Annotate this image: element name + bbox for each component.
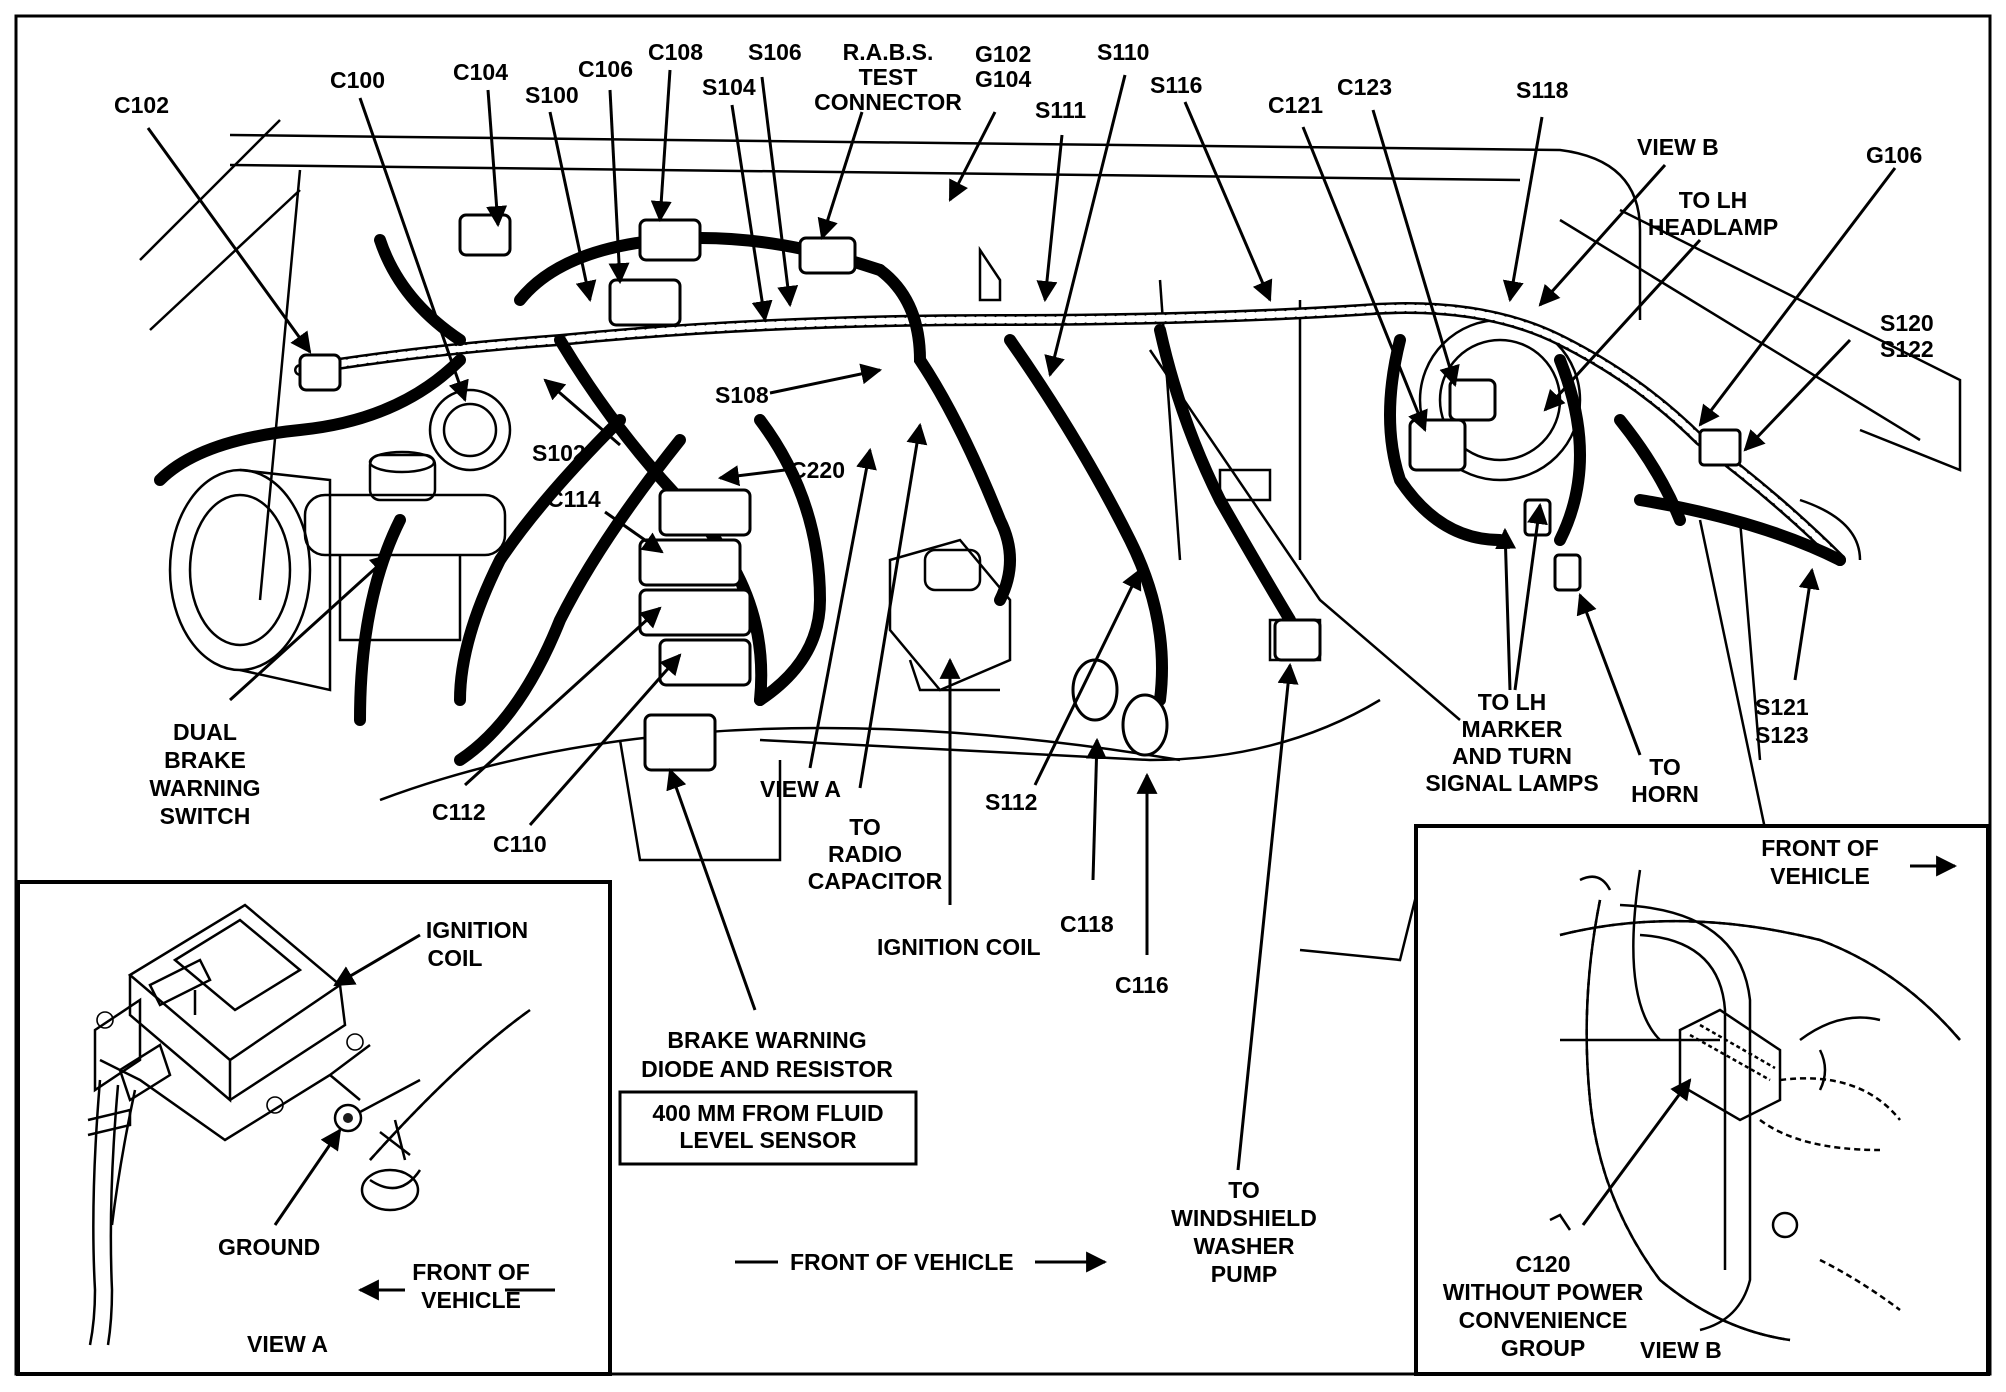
label-c123: C123 [1337, 74, 1392, 100]
label-radio-line2: RADIO [828, 841, 902, 867]
label-s122: S122 [1880, 336, 1934, 362]
label-marker-line1: TO LH [1478, 689, 1547, 715]
label-marker-line4: SIGNAL LAMPS [1425, 770, 1598, 796]
label-rabs-line2: TEST [859, 64, 918, 90]
label-view-b-pointer: VIEW B [1637, 134, 1719, 160]
label-horn-line2: HORN [1631, 781, 1699, 807]
label-s123: S123 [1755, 722, 1809, 748]
label-radio-line3: CAPACITOR [808, 868, 943, 894]
inset-a-label-front-line2: VEHICLE [421, 1287, 521, 1313]
inset-b-label-c120-line1: C120 [1516, 1251, 1571, 1277]
label-brake-diode-line1: BRAKE WARNING [667, 1027, 866, 1053]
label-view-a-pointer: VIEW A [760, 776, 841, 802]
label-s108: S108 [715, 382, 769, 408]
label-brake-diode-line2: DIODE AND RESISTOR [641, 1056, 893, 1082]
inset-b-label-front-line2: VEHICLE [1770, 863, 1870, 889]
leader-lines [146, 69, 1897, 1171]
label-lh-headlamp-line1: TO LH [1679, 187, 1748, 213]
label-c118: C118 [1060, 911, 1114, 937]
inset-b-label-front-line1: FRONT OF [1761, 835, 1879, 861]
label-s102: S102 [532, 440, 586, 466]
label-c114: C114 [547, 486, 601, 512]
inset-a-label-ground: GROUND [218, 1234, 320, 1260]
label-c121: C121 [1268, 92, 1323, 118]
label-g102: G102 [975, 41, 1031, 67]
label-s106: S106 [748, 39, 802, 65]
fluid-note-box [618, 1090, 918, 1166]
label-washer-line1: TO [1228, 1177, 1260, 1203]
label-marker-line3: AND TURN [1452, 743, 1572, 769]
label-s110: S110 [1097, 39, 1149, 65]
label-g104: G104 [975, 66, 1031, 92]
label-c100: C100 [330, 67, 385, 93]
label-horn-line1: TO [1649, 754, 1681, 780]
inset-b-label-c120-line2: WITHOUT POWER [1443, 1279, 1644, 1305]
label-radio-line1: TO [849, 814, 881, 840]
label-dual-line2: BRAKE [164, 747, 246, 773]
label-rabs-line3: CONNECTOR [814, 89, 962, 115]
label-c110: C110 [493, 831, 547, 857]
label-c106: C106 [578, 56, 633, 82]
label-s120: S120 [1880, 310, 1934, 336]
label-c112: C112 [432, 799, 486, 825]
label-rabs-line1: R.A.B.S. [843, 39, 934, 65]
view-b-inset: FRONT OF VEHICLE C120 WITHOUT POWER CONV… [1414, 824, 1990, 1376]
page-frame [14, 14, 1992, 1376]
inset-b-label-c120-line4: GROUP [1501, 1335, 1585, 1361]
label-front-of-vehicle: FRONT OF VEHICLE [790, 1249, 1014, 1275]
inset-a-label-ignition-line1: IGNITION [426, 917, 528, 943]
inset-a-label-front-line1: FRONT OF [412, 1259, 530, 1285]
main-view-labels: C102 C100 C104 S100 C106 C108 S104 S106 … [114, 39, 1934, 1287]
label-c220: C220 [790, 457, 845, 483]
inset-b-label-c120-line3: CONVENIENCE [1459, 1307, 1628, 1333]
label-marker-line2: MARKER [1462, 716, 1563, 742]
inset-b-title: VIEW B [1640, 1337, 1722, 1363]
label-s104: S104 [702, 74, 756, 100]
label-dual-line4: SWITCH [160, 803, 251, 829]
label-fluid-line1: 400 MM FROM FLUID [652, 1100, 883, 1126]
label-c104: C104 [453, 59, 508, 85]
view-a-inset: IGNITION COIL GROUND FRONT OF VEHICLE VI… [16, 880, 612, 1376]
label-washer-line3: WASHER [1194, 1233, 1295, 1259]
label-s118: S118 [1516, 77, 1569, 103]
label-c102: C102 [114, 92, 169, 118]
label-s116: S116 [1150, 72, 1202, 98]
label-s121: S121 [1755, 694, 1809, 720]
label-fluid-line2: LEVEL SENSOR [679, 1127, 857, 1153]
label-dual-line1: DUAL [173, 719, 237, 745]
label-g106: G106 [1866, 142, 1922, 168]
label-lh-headlamp-line2: HEADLAMP [1648, 214, 1778, 240]
label-washer-line4: PUMP [1211, 1261, 1277, 1287]
label-s111: S111 [1035, 97, 1086, 123]
engine-bay-drawing [139, 119, 1962, 962]
label-s112: S112 [985, 789, 1037, 815]
label-dual-line3: WARNING [149, 775, 260, 801]
inset-a-label-ignition-line2: COIL [428, 945, 483, 971]
label-c108: C108 [648, 39, 703, 65]
inset-a-title: VIEW A [247, 1331, 328, 1357]
label-washer-line2: WINDSHIELD [1171, 1205, 1317, 1231]
label-s100: S100 [525, 82, 579, 108]
label-ignition-coil: IGNITION COIL [877, 934, 1041, 960]
label-c116: C116 [1115, 972, 1169, 998]
